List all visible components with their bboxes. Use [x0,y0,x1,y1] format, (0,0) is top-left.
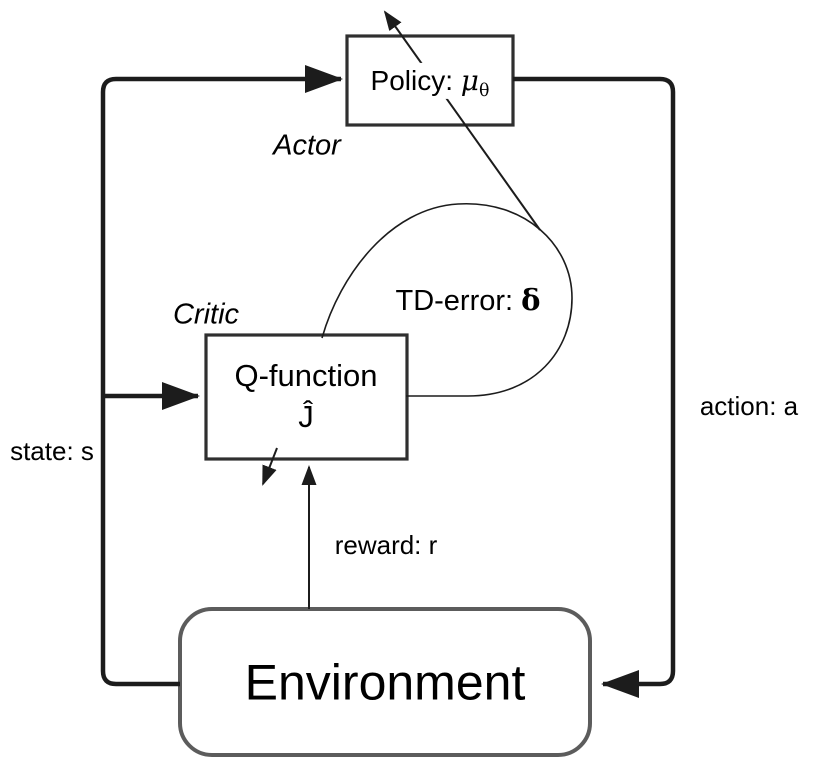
q-function-box [204,333,409,461]
td-error-delta-symbol: δ [521,282,541,317]
state-label: state: s [10,436,94,467]
td-error-text: TD-error: [395,284,522,317]
policy-label-text: Policy: [370,64,461,96]
td-error-label: TD-error: δ [395,282,541,318]
environment-label: Environment [244,654,526,711]
policy-label: Policy: μθ [364,62,496,101]
action-label: action: a [699,391,799,422]
policy-mu-symbol: μ [460,63,479,97]
actor-update-arrow [383,10,541,231]
critic-update-arrow [262,447,278,486]
policy-theta-subscript: θ [479,80,490,101]
reward-label: reward: r [334,530,438,561]
actor-label: Actor [273,129,341,162]
q-function-title: Q-function [234,358,378,394]
action-flow-line [513,76,676,698]
critic-label: Critic [172,298,240,331]
state-flow-line [100,65,343,687]
q-function-symbol: Ĵ [298,399,314,434]
q-function-label: Q-function Ĵ [234,356,377,438]
